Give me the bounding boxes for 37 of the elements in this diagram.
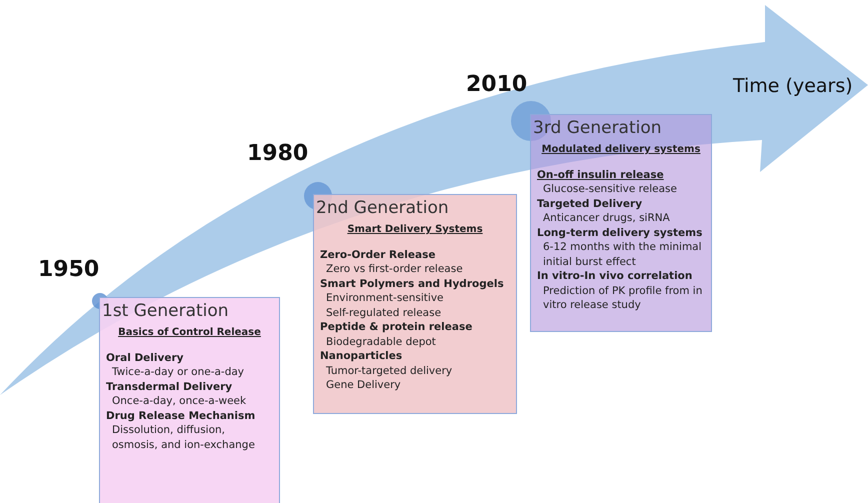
item-description: Zero vs first-order release [325,262,464,276]
item-description: Environment-sensitive [325,291,445,306]
item-description: Dissolution, diffusion, osmosis, and ion-exchange [111,423,256,452]
card-heading: 1st Generation [102,300,230,322]
item-description: Tumor-targeted delivery [325,364,454,378]
item-description: Biodegradable depot [325,334,437,349]
year-label: 1950 [38,257,100,282]
generation-card [530,114,712,332]
item-heading: Smart Polymers and Hydrogels [320,276,505,291]
card-subheading: Modulated delivery systems [540,143,702,157]
item-heading: Peptide & protein release [320,320,474,334]
item-description: Prediction of PK profile from in vitro release study [542,284,704,312]
generation-card [99,297,280,503]
axis-label: Time (years) [733,75,853,97]
card-heading: 3rd Generation [533,117,663,139]
item-heading: Targeted Delivery [537,196,644,211]
item-heading: Transdermal Delivery [106,380,234,394]
item-heading: Long-term delivery systems [537,226,704,240]
item-description: Glucose-sensitive release [542,182,678,196]
item-heading: Drug Release Mechanism [106,408,256,423]
item-heading: On-off insulin release [537,168,665,182]
generation-card [313,194,517,414]
item-description: Self-regulated release [325,306,442,320]
item-description: Gene Delivery [325,378,402,392]
item-description: Once-a-day, once-a-week [111,394,248,408]
item-heading: Oral Delivery [106,350,184,365]
item-heading: Zero-Order Release [320,248,436,262]
item-heading: In vitro-In vivo correlation [537,269,694,284]
card-heading: 2nd Generation [316,197,450,219]
card-subheading: Basics of Control Release [117,326,262,340]
item-description: Anticancer drugs, siRNA [542,211,671,226]
year-label: 2010 [466,72,528,97]
year-label: 1980 [247,141,308,166]
item-description: Twice-a-day or one-a-day [111,365,246,380]
item-heading: Nanoparticles [320,349,404,364]
card-subheading: Smart Delivery Systems [346,223,484,237]
item-description: 6-12 months with the minimal initial burst effect [542,240,703,269]
